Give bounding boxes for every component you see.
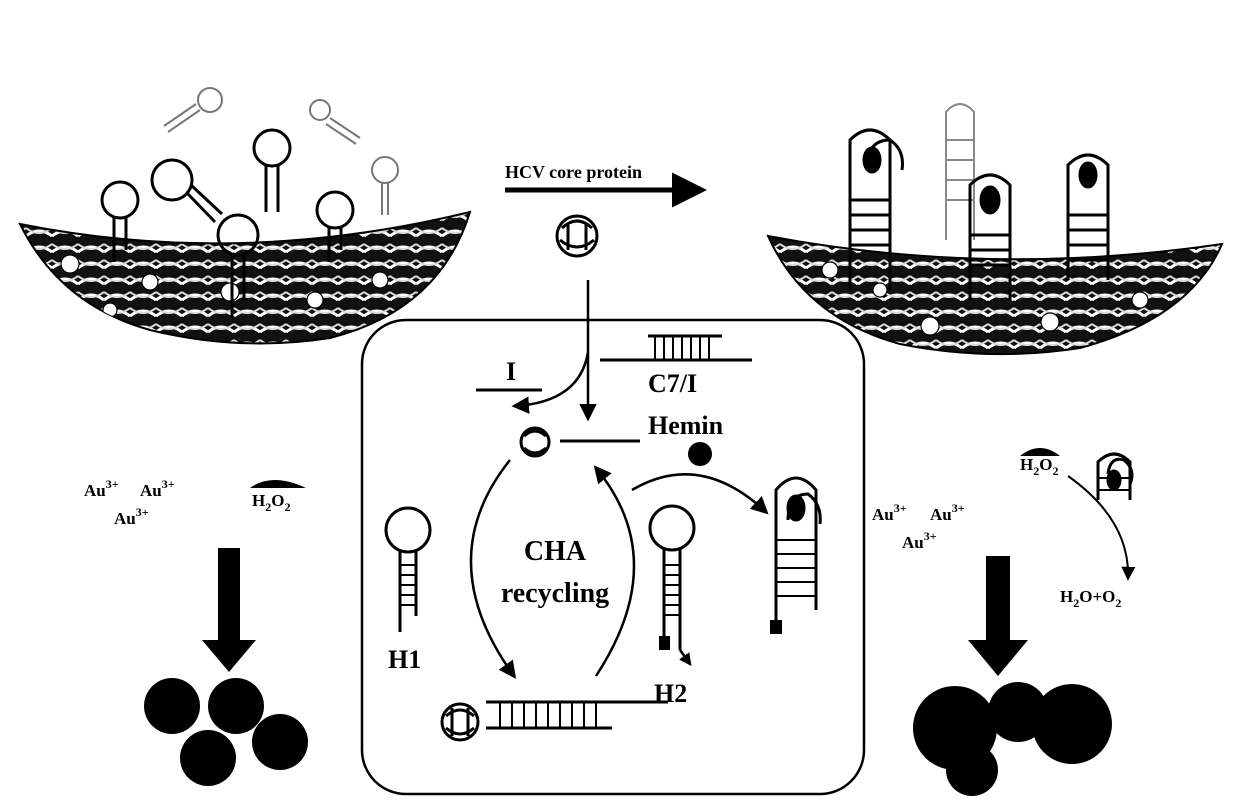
right-h2o2: H2O2	[1020, 448, 1060, 478]
inhibitor-label: I	[506, 357, 516, 386]
hemin-dot	[688, 442, 712, 466]
left-h2o2: H2O2	[250, 480, 306, 514]
right-au-ions: Au3+ Au3+ Au3+	[872, 501, 965, 552]
svg-text:Au3+: Au3+	[930, 501, 965, 524]
cha-reaction-box	[362, 320, 864, 794]
recycling-label: recycling	[501, 578, 609, 609]
left-down-arrow	[202, 548, 256, 672]
right-water-oxygen: H2O+O2	[1060, 587, 1121, 610]
h1-label: H1	[388, 645, 421, 674]
left-au-ions: Au3+ Au3+ Au3+	[84, 477, 175, 528]
svg-text:H2O2: H2O2	[1020, 455, 1058, 478]
svg-text:H2O+O2: H2O+O2	[1060, 587, 1121, 610]
svg-text:Au3+: Au3+	[140, 477, 175, 500]
svg-text:Au3+: Au3+	[84, 477, 119, 500]
h2-label: H2	[654, 679, 687, 708]
cha-label: CHA	[524, 536, 587, 567]
right-g-quadruplex-icon	[1098, 454, 1132, 500]
svg-text:H2O2: H2O2	[252, 491, 290, 514]
svg-text:Au3+: Au3+	[902, 529, 937, 552]
c7-i-label: C7/I	[648, 369, 697, 398]
h2-anchor	[659, 636, 670, 650]
right-gold-nanoparticles	[913, 682, 1112, 796]
right-down-arrow	[968, 556, 1028, 676]
hcv-core-protein-label: HCV core protein	[505, 162, 642, 182]
hcv-core-protein-icon	[557, 216, 597, 256]
g-quadruplex-anchor	[770, 620, 782, 634]
svg-text:Au3+: Au3+	[114, 505, 149, 528]
hemin-label: Hemin	[648, 411, 724, 440]
svg-text:Au3+: Au3+	[872, 501, 907, 524]
left-gold-nanoparticles	[144, 678, 308, 786]
